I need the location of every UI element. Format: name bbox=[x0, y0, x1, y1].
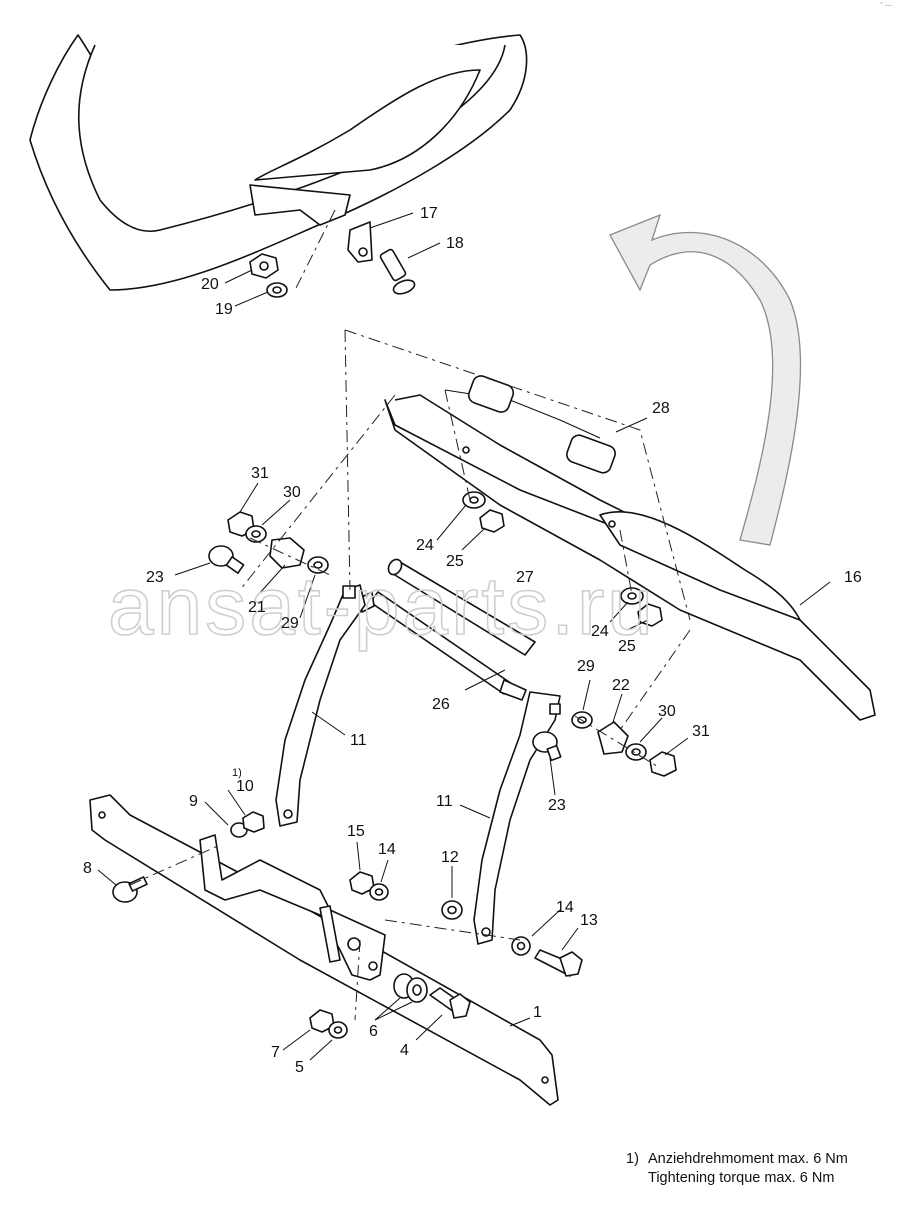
callout-25-lower: 25 bbox=[618, 638, 636, 655]
callout-9: 9 bbox=[189, 793, 198, 810]
corner-mark: ° — bbox=[880, 2, 892, 9]
callout-28: 28 bbox=[652, 400, 670, 417]
fasteners-14-15 bbox=[349, 871, 389, 901]
seat-hardware bbox=[249, 221, 416, 298]
footnote-line-1: 1) Anziehdrehmoment max. 6 Nm bbox=[626, 1150, 848, 1169]
callout-29-left: 29 bbox=[281, 615, 299, 632]
callout-23-right: 23 bbox=[548, 797, 566, 814]
callout-12: 12 bbox=[441, 849, 459, 866]
callout-13: 13 bbox=[580, 912, 598, 929]
seat-cushion-step bbox=[254, 69, 481, 181]
callout-6: 6 bbox=[369, 1023, 378, 1040]
callout-26: 26 bbox=[432, 696, 450, 713]
bolt-23-right bbox=[532, 731, 562, 762]
callout-29-right: 29 bbox=[577, 658, 595, 675]
callout-21: 21 bbox=[248, 599, 266, 616]
callout-8: 8 bbox=[83, 860, 92, 877]
hinge-plate-17 bbox=[347, 221, 373, 263]
hinge-plate-hole bbox=[358, 247, 368, 257]
callout-11-left: 11 bbox=[350, 732, 367, 749]
callout-25-upper: 25 bbox=[446, 553, 464, 570]
callout-15: 15 bbox=[347, 823, 365, 840]
callout-31-left: 31 bbox=[251, 465, 269, 482]
callout-18: 18 bbox=[446, 235, 464, 252]
callout-14-left: 14 bbox=[378, 841, 396, 858]
callout-10: 10 bbox=[236, 778, 254, 795]
knob-8 bbox=[112, 876, 148, 903]
callout-24-upper: 24 bbox=[416, 537, 434, 554]
callout-23-left: 23 bbox=[146, 569, 164, 586]
footnote-text-en: Tightening torque max. 6 Nm bbox=[648, 1170, 835, 1186]
callout-30-right: 30 bbox=[658, 703, 676, 720]
tilt-direction-arrow bbox=[609, 213, 802, 546]
callout-17: 17 bbox=[420, 205, 438, 222]
rod-27 bbox=[387, 558, 536, 656]
callout-labels: 17 18 20 19 28 31 30 23 21 29 24 25 27 1… bbox=[83, 205, 862, 1076]
callout-20: 20 bbox=[201, 276, 219, 293]
fasteners-right-top bbox=[532, 711, 677, 777]
rail-bracket bbox=[199, 834, 386, 981]
callout-16: 16 bbox=[844, 569, 862, 586]
callout-5: 5 bbox=[295, 1059, 304, 1076]
callout-1: 1 bbox=[533, 1004, 542, 1021]
fasteners-5-7 bbox=[309, 1009, 348, 1039]
watermark-text: ansat-parts.ru bbox=[108, 561, 656, 652]
seat-bracket-flange bbox=[249, 184, 351, 226]
leader-lines bbox=[97, 212, 831, 1061]
callout-30-left: 30 bbox=[283, 484, 301, 501]
fasteners-24-25-lower bbox=[620, 587, 663, 627]
callout-10-footnote-ref: 1) bbox=[232, 767, 242, 779]
spring-coil-lower bbox=[566, 434, 616, 474]
callout-24-lower: 24 bbox=[591, 623, 609, 640]
callout-14-right: 14 bbox=[556, 899, 574, 916]
bolt-23-left bbox=[208, 545, 245, 574]
fasteners-24-25-upper bbox=[462, 491, 505, 533]
bolt-4 bbox=[429, 987, 471, 1019]
callout-4: 4 bbox=[400, 1042, 409, 1059]
washer-19 bbox=[266, 282, 288, 298]
fasteners-13-14 bbox=[511, 936, 583, 977]
seat-pan-bracket-16 bbox=[384, 394, 876, 721]
callout-22: 22 bbox=[612, 677, 630, 694]
callout-7: 7 bbox=[271, 1044, 280, 1061]
callout-19: 19 bbox=[215, 301, 233, 318]
footnote-marker: 1) bbox=[626, 1151, 639, 1167]
lever-11-right bbox=[473, 691, 561, 945]
washer-12 bbox=[441, 900, 463, 920]
seat-assembly bbox=[29, 34, 528, 291]
lever-11-left bbox=[275, 584, 366, 827]
nut-20 bbox=[249, 253, 279, 279]
fasteners-9-10 bbox=[230, 811, 265, 838]
springs-28 bbox=[444, 375, 616, 474]
callout-11-right: 11 bbox=[436, 793, 453, 810]
footnote-text-de: Anziehdrehmoment max. 6 Nm bbox=[648, 1151, 848, 1167]
assembly-lines bbox=[129, 209, 691, 1021]
footnote-line-2: Tightening torque max. 6 Nm bbox=[626, 1169, 848, 1188]
callout-31-right: 31 bbox=[692, 723, 710, 740]
pin-18 bbox=[379, 248, 416, 295]
bushings-6 bbox=[393, 973, 428, 1003]
callout-27: 27 bbox=[516, 569, 534, 586]
rod-26 bbox=[359, 591, 527, 701]
torque-footnote: 1) Anziehdrehmoment max. 6 Nm Tightening … bbox=[626, 1150, 848, 1188]
